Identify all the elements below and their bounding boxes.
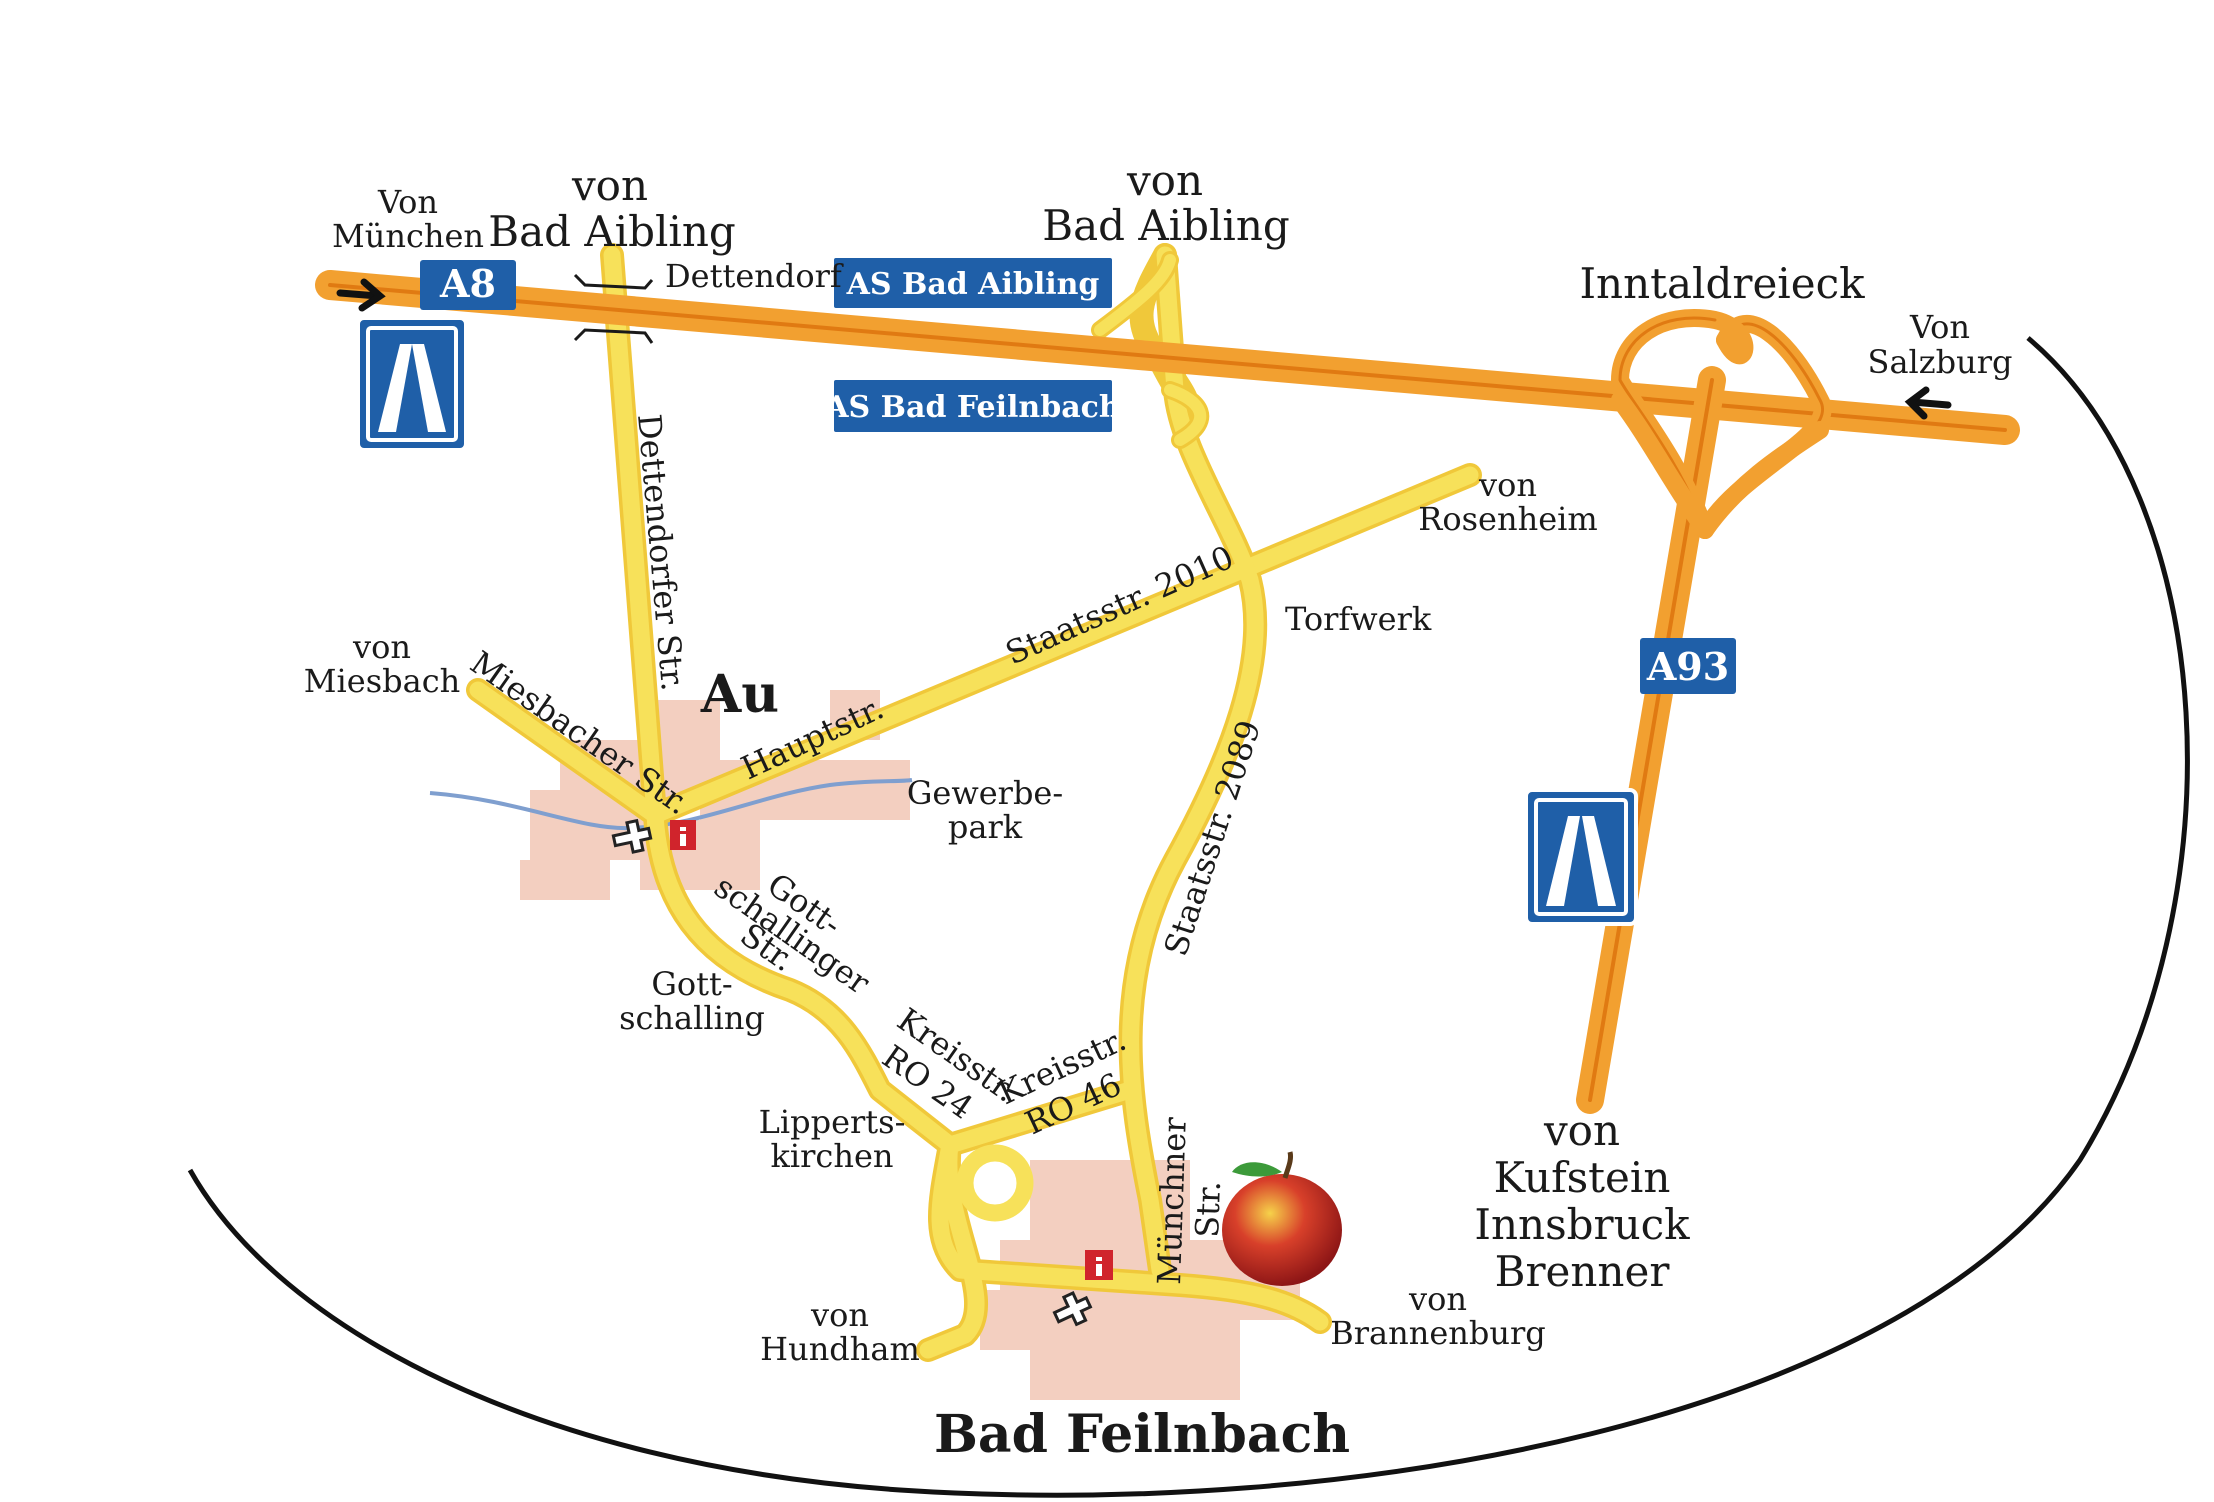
- label-von-kufstein-1: von: [1543, 1106, 1620, 1155]
- label-lippertskirchen-1: Lipperts-: [759, 1103, 906, 1141]
- roundabout: [956, 1144, 1034, 1222]
- bridge: [573, 273, 654, 344]
- label-von-muenchen-1: Von: [377, 183, 438, 221]
- label-bad-feilnbach: Bad Feilnbach: [934, 1404, 1350, 1465]
- exit-sign-bad-aibling: AS Bad Aibling: [834, 258, 1112, 308]
- label-von-salzburg-1: Von: [1909, 308, 1970, 346]
- tourist-info-icon: [670, 820, 696, 850]
- river: [429, 778, 913, 831]
- label-von-kufstein-4: Brenner: [1495, 1247, 1671, 1296]
- autobahn-sign-icon: [1524, 788, 1638, 926]
- label-von-miesbach-1: von: [352, 628, 411, 666]
- label-von-rosenheim-2: Rosenheim: [1418, 500, 1597, 538]
- street-muenchner-2: Str.: [1188, 1180, 1228, 1238]
- autobahn-sign-icon: [356, 316, 468, 452]
- arrow-icon: [336, 278, 386, 312]
- label-von-kufstein-3: Innsbruck: [1474, 1200, 1690, 1249]
- label-von-bad-aibling-left-2: Bad Aibling: [488, 207, 736, 256]
- label-dettendorf: Dettendorf: [665, 257, 844, 295]
- exit-bad-feilnbach-label: AS Bad Feilnbach: [824, 390, 1121, 425]
- local-roads: [466, 243, 1482, 1362]
- label-au: Au: [700, 664, 779, 725]
- arrow-icon: [1904, 386, 1952, 420]
- street-muenchner-1: Münchner: [1150, 1116, 1194, 1285]
- label-von-bad-aibling-right-1: von: [1126, 156, 1203, 205]
- map-frame-curve: [187, 336, 2190, 1498]
- a93-shield: A93: [1640, 638, 1736, 694]
- label-von-bad-aibling-right-2: Bad Aibling: [1042, 201, 1290, 250]
- label-lippertskirchen-2: kirchen: [771, 1137, 894, 1175]
- exit-bad-aibling-label: AS Bad Aibling: [846, 267, 1100, 302]
- label-von-brannenburg-1: von: [1408, 1280, 1467, 1318]
- a8-shield: A8: [420, 260, 516, 310]
- label-torfwerk: Torfwerk: [1285, 600, 1432, 638]
- label-inntaldreieck: Inntaldreieck: [1579, 259, 1865, 308]
- church-icon: [611, 818, 653, 854]
- label-gottschalling-1: Gott-: [651, 965, 732, 1003]
- label-von-kufstein-2: Kufstein: [1494, 1153, 1671, 1202]
- church-icon: [1052, 1291, 1093, 1327]
- exit-sign-bad-feilnbach: AS Bad Feilnbach: [824, 380, 1121, 432]
- label-von-brannenburg-2: Brannenburg: [1330, 1314, 1546, 1352]
- label-von-miesbach-2: Miesbach: [304, 662, 460, 700]
- label-von-salzburg-2: Salzburg: [1868, 343, 2013, 381]
- apple-icon: [1222, 1151, 1342, 1286]
- settlement-bad-feilnbach: [980, 1160, 1300, 1400]
- label-gottschalling-2: schalling: [619, 999, 765, 1037]
- label-gewerbepark-1: Gewerbe-: [907, 774, 1063, 812]
- label-von-hundham-2: Hundham: [760, 1330, 920, 1368]
- label-von-bad-aibling-left-1: von: [571, 161, 648, 210]
- a93-label: A93: [1646, 644, 1729, 689]
- label-von-muenchen-2: München: [332, 217, 484, 255]
- label-gewerbepark-2: park: [948, 808, 1023, 846]
- label-von-hundham-1: von: [810, 1296, 869, 1334]
- a8-label: A8: [439, 261, 496, 306]
- street-staatsstr-2010: Staatsstr. 2010: [1000, 538, 1239, 672]
- tourist-info-icon: [1085, 1250, 1113, 1280]
- label-von-rosenheim-1: von: [1478, 466, 1537, 504]
- highways: [315, 270, 2020, 1114]
